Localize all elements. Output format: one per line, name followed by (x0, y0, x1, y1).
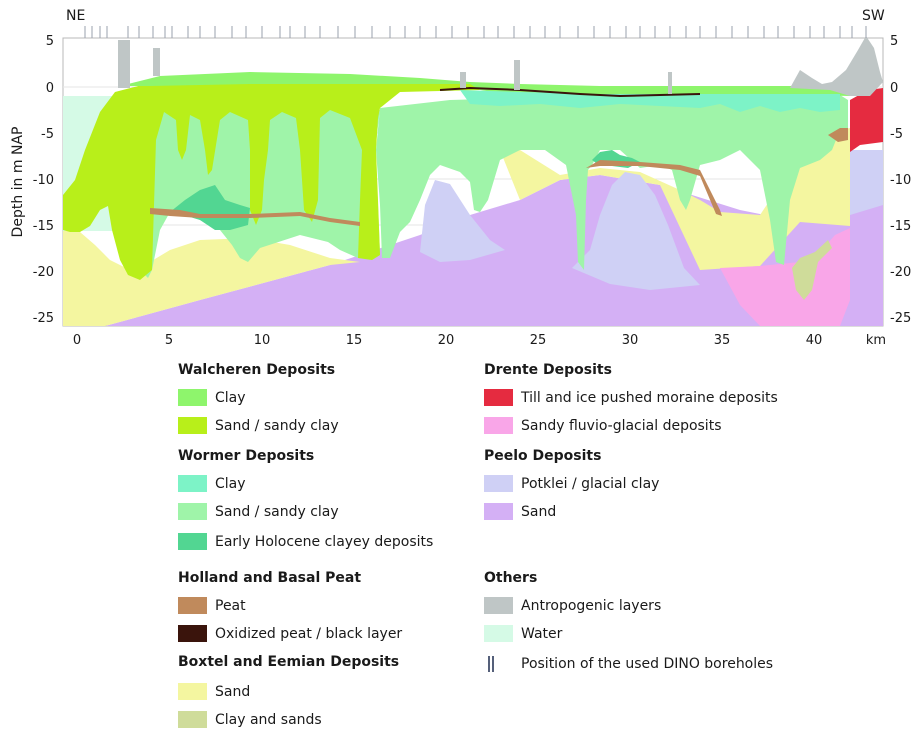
legend-swatch (484, 389, 513, 406)
y-tick: 5 (890, 34, 898, 49)
legend-swatch (178, 503, 207, 520)
x-tick: 35 (714, 333, 731, 348)
legend-swatch (178, 475, 207, 492)
x-ticks: 0 5 10 15 20 25 30 35 40 km (73, 333, 886, 348)
y-tick: -20 (890, 265, 911, 280)
potklei-clay-sw (850, 150, 883, 215)
x-unit: km (866, 333, 886, 348)
y-tick: -20 (33, 265, 54, 280)
oxidized-peat-line (439, 86, 701, 98)
borehole-ticks (84, 26, 867, 38)
geological-cross-section: NE SW Depth in m NAP 5 0 -5 -10 -15 -20 … (10, 8, 911, 348)
y-ticks-left: 5 0 -5 -10 -15 -20 -25 (33, 34, 54, 326)
legend-group-title: Holland and Basal Peat (178, 570, 362, 586)
direction-sw-label: SW (862, 8, 885, 24)
legend-label: Sand (215, 684, 251, 700)
peat-band-east (586, 160, 722, 216)
y-tick: -10 (890, 173, 911, 188)
legend-label: Sand (521, 504, 557, 520)
potklei-clay-east (572, 172, 700, 290)
direction-ne-label: NE (66, 8, 85, 24)
clay-and-sands-layer (792, 240, 832, 300)
legend-swatch (178, 625, 207, 642)
y-tick: -5 (41, 127, 54, 142)
legend-swatch (178, 417, 207, 434)
y-axis-label: Depth in m NAP (10, 127, 26, 238)
legend-label: Clay and sands (215, 712, 322, 728)
legend-label: Antropogenic layers (521, 598, 662, 614)
y-tick: -10 (33, 173, 54, 188)
walcheren-clay-band (120, 72, 850, 100)
legend-group-title: Drente Deposits (484, 362, 612, 378)
legend-label: Peat (215, 598, 246, 614)
y-tick: -5 (890, 127, 903, 142)
legend-swatch (484, 503, 513, 520)
legend-label: Sand / sandy clay (215, 418, 339, 434)
x-tick: 10 (254, 333, 271, 348)
legend-swatch (484, 625, 513, 642)
wormer-clay-patches (460, 90, 840, 112)
x-tick: 25 (530, 333, 547, 348)
legend-swatch (484, 475, 513, 492)
x-tick: 15 (346, 333, 363, 348)
boxtel-sand-layer-east (500, 128, 850, 270)
x-tick: 0 (73, 333, 81, 348)
legend-label: Water (521, 626, 563, 642)
legend-swatch (484, 417, 513, 434)
peat-band (150, 208, 360, 226)
fluvio-glacial-layer (720, 228, 850, 326)
legend-label: Potklei / glacial clay (521, 476, 660, 492)
borehole-marker-icon (488, 656, 496, 672)
legend-swatch (178, 711, 207, 728)
x-tick: 30 (622, 333, 639, 348)
legend-group-title: Others (484, 570, 538, 586)
till-moraine-block (850, 88, 883, 152)
legend-group-title: Walcheren Deposits (178, 362, 336, 378)
legend-swatch (178, 533, 207, 550)
y-tick: -25 (890, 311, 911, 326)
legend-label: Position of the used DINO boreholes (521, 656, 774, 672)
peat-band-sw (828, 128, 848, 142)
legend-label: Clay (215, 476, 246, 492)
legend-label: Early Holocene clayey deposits (215, 534, 434, 550)
y-ticks-right: 5 0 -5 -10 -15 -20 -25 (890, 34, 911, 326)
y-tick: -25 (33, 311, 54, 326)
legend-group-title: Peelo Deposits (484, 448, 602, 464)
legend-swatch (178, 597, 207, 614)
legend-label: Oxidized peat / black layer (215, 626, 403, 642)
legend-label: Till and ice pushed moraine deposits (521, 390, 778, 406)
y-tick: 5 (46, 34, 54, 49)
y-tick: -15 (33, 219, 54, 234)
legend-group-title: Boxtel and Eemian Deposits (178, 654, 400, 670)
legend-swatch (178, 683, 207, 700)
y-tick: 0 (890, 81, 898, 96)
legend-swatch (484, 597, 513, 614)
potklei-clay-center (420, 180, 505, 262)
legend-label: Sand / sandy clay (215, 504, 339, 520)
early-holocene-clayey (170, 185, 250, 230)
y-tick: 0 (46, 81, 54, 96)
y-tick: -15 (890, 219, 911, 234)
wormer-sand-layer-east (376, 95, 848, 270)
x-tick: 40 (806, 333, 823, 348)
legend-group-title: Wormer Deposits (178, 448, 315, 464)
x-tick: 20 (438, 333, 455, 348)
legend-swatch (178, 389, 207, 406)
walcheren-sand-layer (63, 82, 480, 280)
legend-label: Clay (215, 390, 246, 406)
legend-label: Sandy fluvio-glacial deposits (521, 418, 722, 434)
boxtel-sand-layer (63, 230, 360, 326)
x-tick: 5 (165, 333, 173, 348)
